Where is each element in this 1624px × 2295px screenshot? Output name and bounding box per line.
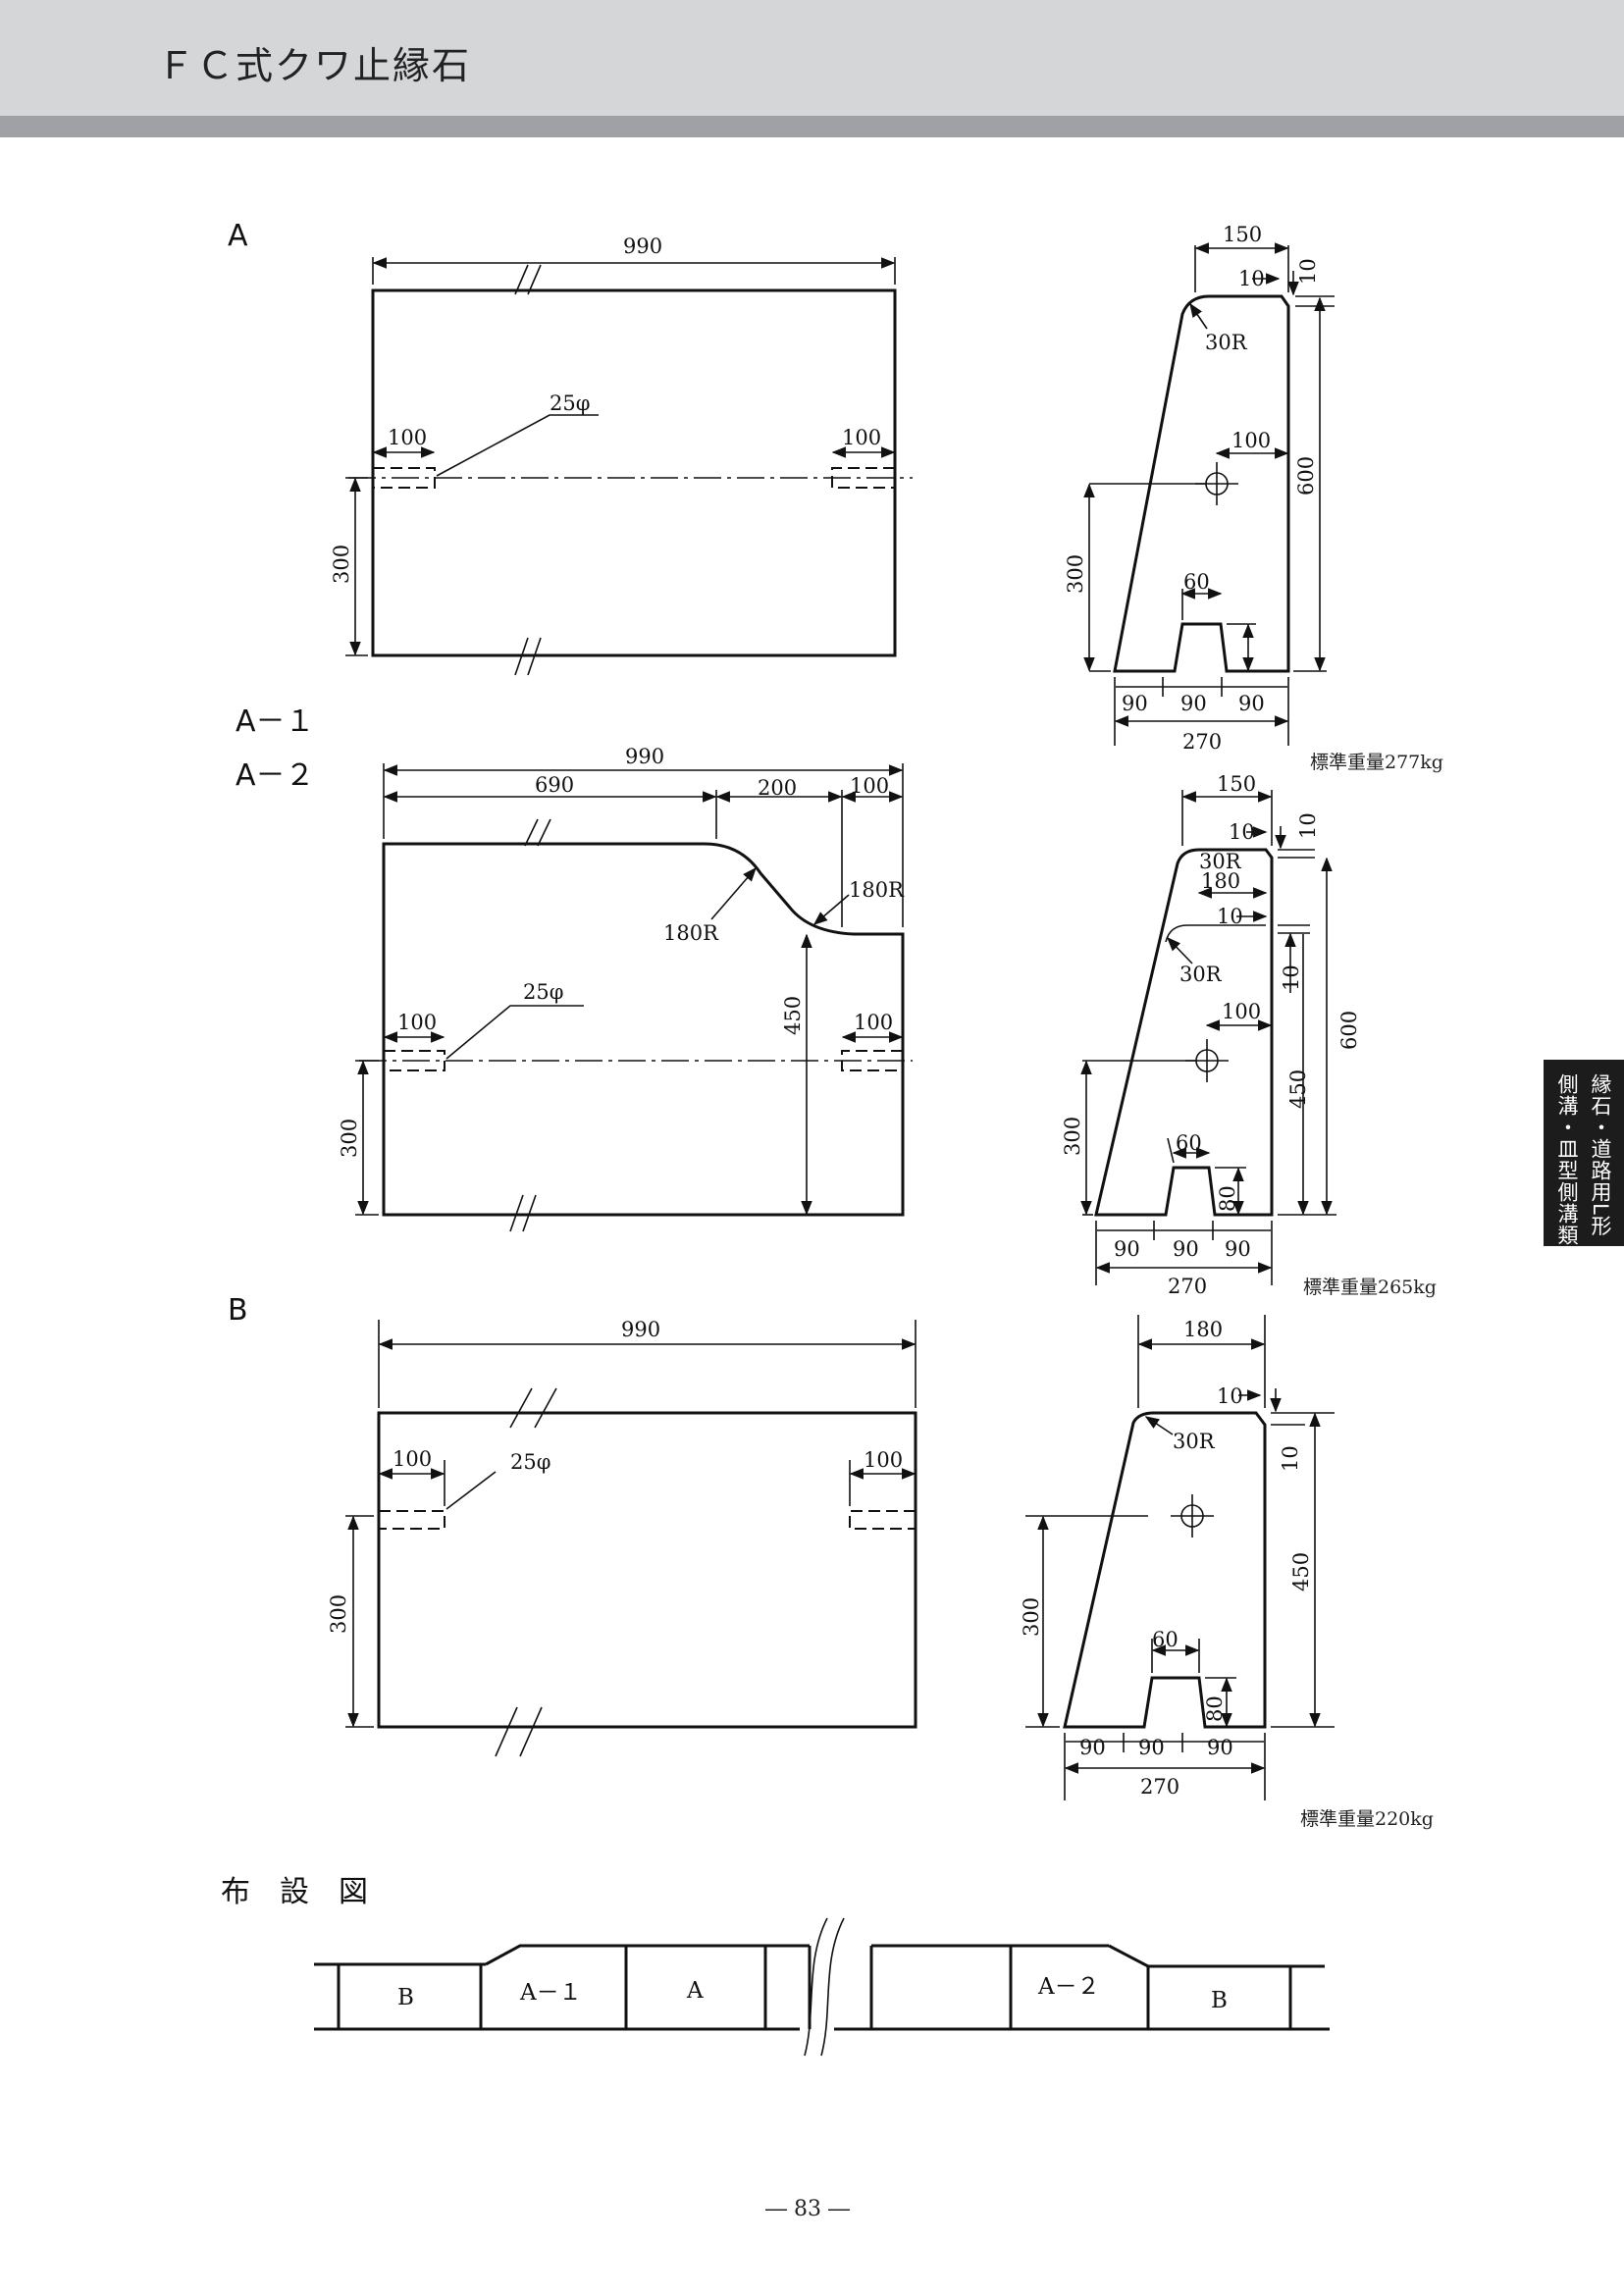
a12-plan-left-hole: 100 [397, 1011, 437, 1034]
a12-plan-step-height: 450 [781, 996, 805, 1035]
a12-profile-height: 600 [1337, 1011, 1361, 1050]
a-profile-hole-height: 300 [1064, 554, 1087, 594]
a12-profile-chamfer-w1: 10 [1229, 820, 1255, 844]
b-profile-base: 270 [1140, 1775, 1179, 1799]
section-a1-label: A－１ [236, 704, 315, 739]
a12-plan-radius1: 180R [663, 921, 719, 945]
section-a2-label: A－２ [236, 758, 315, 793]
a12-profile-height2: 450 [1286, 1069, 1310, 1109]
a12-profile-groove: 60 [1176, 1131, 1202, 1155]
a-plan-height: 300 [330, 545, 353, 584]
a12-plan-hole-dia: 25φ [523, 980, 563, 1004]
a-plan-right-hole: 100 [842, 426, 881, 449]
b-profile-chamfer-w: 10 [1217, 1384, 1243, 1408]
a-profile-radius: 30R [1205, 331, 1248, 354]
a12-profile-radius1: 30R [1199, 850, 1242, 873]
a-profile-height: 600 [1294, 456, 1318, 496]
a-plan-hole-dia: 25φ [550, 391, 590, 415]
b-profile-top: 180 [1183, 1318, 1223, 1341]
a12-profile-base-2: 90 [1173, 1237, 1199, 1261]
b-profile-radius: 30R [1173, 1430, 1216, 1453]
b-profile-base-3: 90 [1207, 1736, 1233, 1759]
a-profile-base: 270 [1182, 730, 1222, 754]
layout-diagram: 布 設 図 B A－１ A A－２ B [221, 1875, 1330, 2057]
b-profile-chamfer-h: 10 [1279, 1445, 1302, 1472]
a-profile-base-3: 90 [1238, 692, 1265, 715]
a12-plan-length: 990 [625, 745, 664, 768]
a12-profile-base: 270 [1168, 1275, 1207, 1298]
a12-plan-seg1: 690 [535, 773, 574, 797]
a-profile-top: 150 [1223, 223, 1262, 246]
a12-profile-base-1: 90 [1114, 1237, 1140, 1261]
section-b-label: B [228, 1293, 248, 1328]
b-profile-base-2: 90 [1138, 1736, 1165, 1759]
a-weight: 標準重量277kg [1310, 752, 1443, 773]
a-plan-left-hole: 100 [388, 426, 427, 449]
b-plan-left-hole: 100 [393, 1447, 432, 1471]
b-plan-right-hole: 100 [864, 1448, 903, 1472]
a12-profile-chamfer-w2: 10 [1217, 905, 1243, 928]
a12-plan-radius2: 180R [849, 878, 905, 902]
a12-profile-chamfer-h1: 10 [1296, 812, 1320, 839]
layout-block-2: A－１ [519, 1980, 582, 2006]
a-profile-chamfer-h: 10 [1296, 258, 1320, 285]
a12-profile-hole-pos: 100 [1222, 1000, 1261, 1023]
a12-profile-mid: 180 [1201, 869, 1240, 893]
a-profile-groove: 60 [1183, 570, 1210, 594]
side-tab-line-1: 縁石・道路用L形 [1589, 1073, 1612, 1237]
b-profile-groove: 60 [1152, 1628, 1179, 1651]
layout-block-1: B [397, 1985, 414, 2010]
page-number: ― 83 ― [765, 2197, 850, 2221]
a12-profile-groove-h: 80 [1216, 1185, 1239, 1212]
a-profile-chamfer-w: 10 [1238, 267, 1265, 290]
a-profile-hole-pos: 100 [1231, 429, 1271, 452]
side-tab-line-2: 側溝・皿型側溝類 [1555, 1073, 1579, 1246]
layout-block-5: B [1211, 1988, 1228, 2013]
b-plan-length: 990 [621, 1318, 660, 1341]
a12-plan-seg2: 200 [758, 776, 797, 800]
header-stripe [0, 116, 1624, 137]
a12-profile-top: 150 [1217, 772, 1256, 796]
layout-title: 布 設 図 [221, 1875, 368, 1909]
layout-block-3: A [686, 1978, 704, 2004]
a12-profile-base-3: 90 [1225, 1237, 1251, 1261]
a12-weight: 標準重量265kg [1303, 1277, 1437, 1298]
section-a-plan: 990 100 100 25φ 300 [330, 235, 913, 676]
side-index-tab[interactable]: 縁石・道路用L形 側溝・皿型側溝類 [1544, 1060, 1624, 1246]
page-title: ＦＣ式クワ止縁石 [157, 44, 472, 87]
a12-profile-hole-height: 300 [1061, 1117, 1084, 1156]
b-profile-height: 450 [1289, 1552, 1313, 1591]
a-profile-base-1: 90 [1122, 692, 1148, 715]
section-a12-profile: 150 10 10 30R 180 10 10 30R 100 600 450 [1061, 772, 1437, 1298]
b-profile-groove-h: 80 [1203, 1695, 1227, 1722]
section-b-plan: 990 100 100 25φ 300 [327, 1318, 917, 1757]
section-a-profile: 150 10 10 30R 100 600 300 60 [1064, 223, 1443, 773]
layout-block-4: A－２ [1037, 1974, 1100, 2000]
a12-profile-radius2: 30R [1179, 963, 1223, 986]
section-b-profile: 180 10 10 30R 450 300 60 80 [1020, 1315, 1434, 1830]
section-a-label: A [228, 219, 248, 253]
section-a: A 990 100 100 25φ 300 [228, 219, 1443, 773]
b-weight: 標準重量220kg [1300, 1808, 1434, 1830]
header-bar [0, 0, 1624, 116]
a-plan-length: 990 [623, 235, 662, 258]
a12-profile-chamfer-h2: 10 [1280, 965, 1303, 991]
section-b: B 990 100 100 25φ 300 [228, 1293, 1434, 1830]
a-profile-base-2: 90 [1180, 692, 1207, 715]
a12-plan-seg3: 100 [850, 774, 889, 798]
a12-plan-height: 300 [338, 1119, 361, 1158]
section-a12-plan: 990 690 200 100 180R 180R 450 100 100 25… [338, 745, 913, 1232]
a12-plan-right-hole: 100 [854, 1011, 893, 1034]
b-profile-base-1: 90 [1079, 1736, 1106, 1759]
section-a12: A－１ A－２ 990 690 200 100 180R 180R 450 [236, 704, 1437, 1298]
b-plan-hole-dia: 25φ [510, 1450, 550, 1474]
b-plan-height: 300 [327, 1594, 350, 1634]
b-profile-hole-height: 300 [1020, 1597, 1043, 1637]
